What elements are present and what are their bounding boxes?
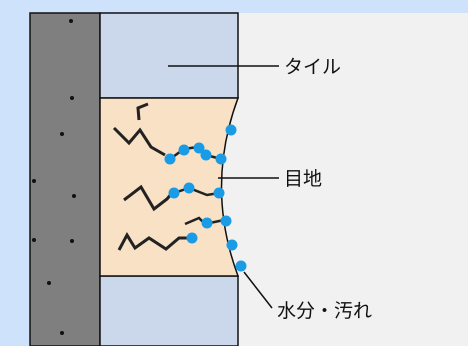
water-dot-icon <box>193 142 205 154</box>
joint-label: 目地 <box>284 168 322 190</box>
moisture-leader-line <box>243 271 273 309</box>
water-dot-icon <box>235 260 247 272</box>
water-dot-icon <box>178 144 190 156</box>
wall-speckle-icon <box>32 19 76 335</box>
tile-lower <box>99 275 239 346</box>
crack-icon <box>112 102 193 251</box>
water-dot-icon <box>226 239 238 251</box>
water-dot-icon <box>186 232 198 244</box>
tile-label: タイル <box>284 56 341 78</box>
water-dot-icon <box>183 182 195 194</box>
water-dot-icon <box>215 153 227 165</box>
water-dot-icon <box>200 149 212 161</box>
water-dot-icon <box>213 187 225 199</box>
water-droplets <box>164 124 247 272</box>
moisture-label: 水分・汚れ <box>277 300 372 322</box>
concrete-wall <box>29 12 101 346</box>
water-dot-icon <box>225 124 237 136</box>
water-dot-icon <box>220 215 232 227</box>
tile-upper <box>99 12 239 99</box>
water-dot-icon <box>164 153 176 165</box>
water-dot-icon <box>168 187 180 199</box>
water-dot-icon <box>201 217 213 229</box>
